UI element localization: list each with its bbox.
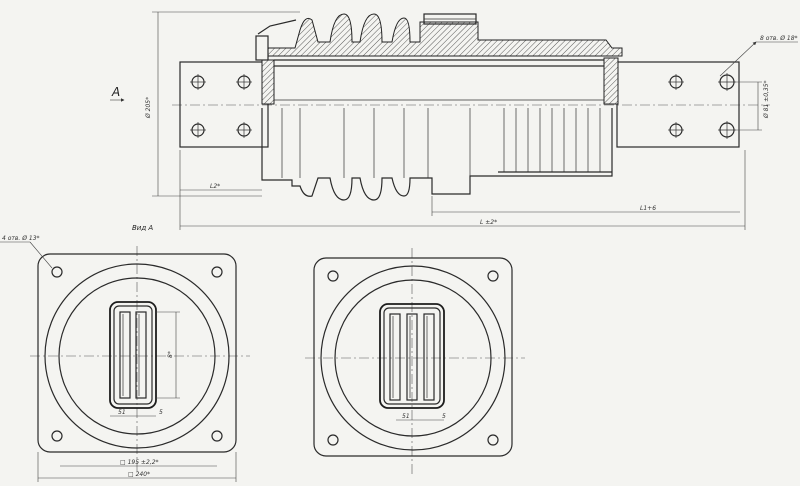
view-title: Вид А bbox=[132, 224, 153, 232]
conductor-bar-4 bbox=[406, 313, 418, 401]
right-plate-holes bbox=[668, 73, 736, 139]
inner-length-label: L1+6 bbox=[640, 205, 656, 212]
holes-view-label: 4 отв. Ø 13* bbox=[2, 235, 40, 242]
slot-height-label: 8* bbox=[167, 351, 174, 358]
body-section bbox=[255, 13, 623, 105]
holes-top-label: 8 отв. Ø 18* bbox=[760, 35, 798, 42]
slot-right-label-2: 5 bbox=[442, 413, 446, 420]
slot-left-label-1: 51 bbox=[118, 409, 126, 416]
conductor-bar-5 bbox=[423, 313, 435, 401]
flange-square-2 bbox=[313, 257, 513, 457]
flange-inner-circle-2 bbox=[334, 279, 492, 437]
corner-holes bbox=[51, 266, 223, 442]
pitch-right-label: Ø 81 ±0,35* bbox=[763, 80, 770, 119]
conductor-bar-3 bbox=[389, 313, 401, 401]
side-view: A Ø 205* L2* L1+6 L ±2* 8 отв. Ø 18* Ø 8… bbox=[110, 11, 798, 230]
flange-inner-circle bbox=[58, 277, 216, 435]
side-dimensions bbox=[110, 11, 798, 230]
corner-holes-2 bbox=[327, 270, 499, 446]
height-dimension-label: Ø 205* bbox=[145, 97, 152, 119]
left-offset-label: L2* bbox=[210, 183, 220, 190]
left-plate-holes bbox=[190, 74, 252, 138]
view-right: 51 5 bbox=[305, 248, 525, 474]
body-lower-view bbox=[261, 108, 613, 201]
flange-square bbox=[37, 253, 237, 453]
slot-left-label-2: 51 bbox=[402, 413, 410, 420]
conductor-bar-2 bbox=[135, 311, 147, 399]
square-outer-label: □ 240* bbox=[128, 471, 150, 478]
overall-length-label: L ±2* bbox=[480, 219, 497, 226]
conductor-frame bbox=[109, 301, 157, 409]
view-a-left: Вид А 4 отв. Ø 13 bbox=[0, 224, 250, 482]
conductor-bar-1 bbox=[119, 311, 131, 399]
conductor-frame-2 bbox=[379, 303, 445, 409]
flange-outer-circle-2 bbox=[320, 265, 506, 451]
square-inner-label: □ 195 ±2,2* bbox=[120, 459, 159, 466]
flange-outer-circle bbox=[44, 263, 230, 449]
view-a-dimensions bbox=[0, 241, 237, 482]
section-marker-label: A bbox=[111, 85, 120, 99]
slot-right-label-1: 5 bbox=[159, 409, 163, 416]
